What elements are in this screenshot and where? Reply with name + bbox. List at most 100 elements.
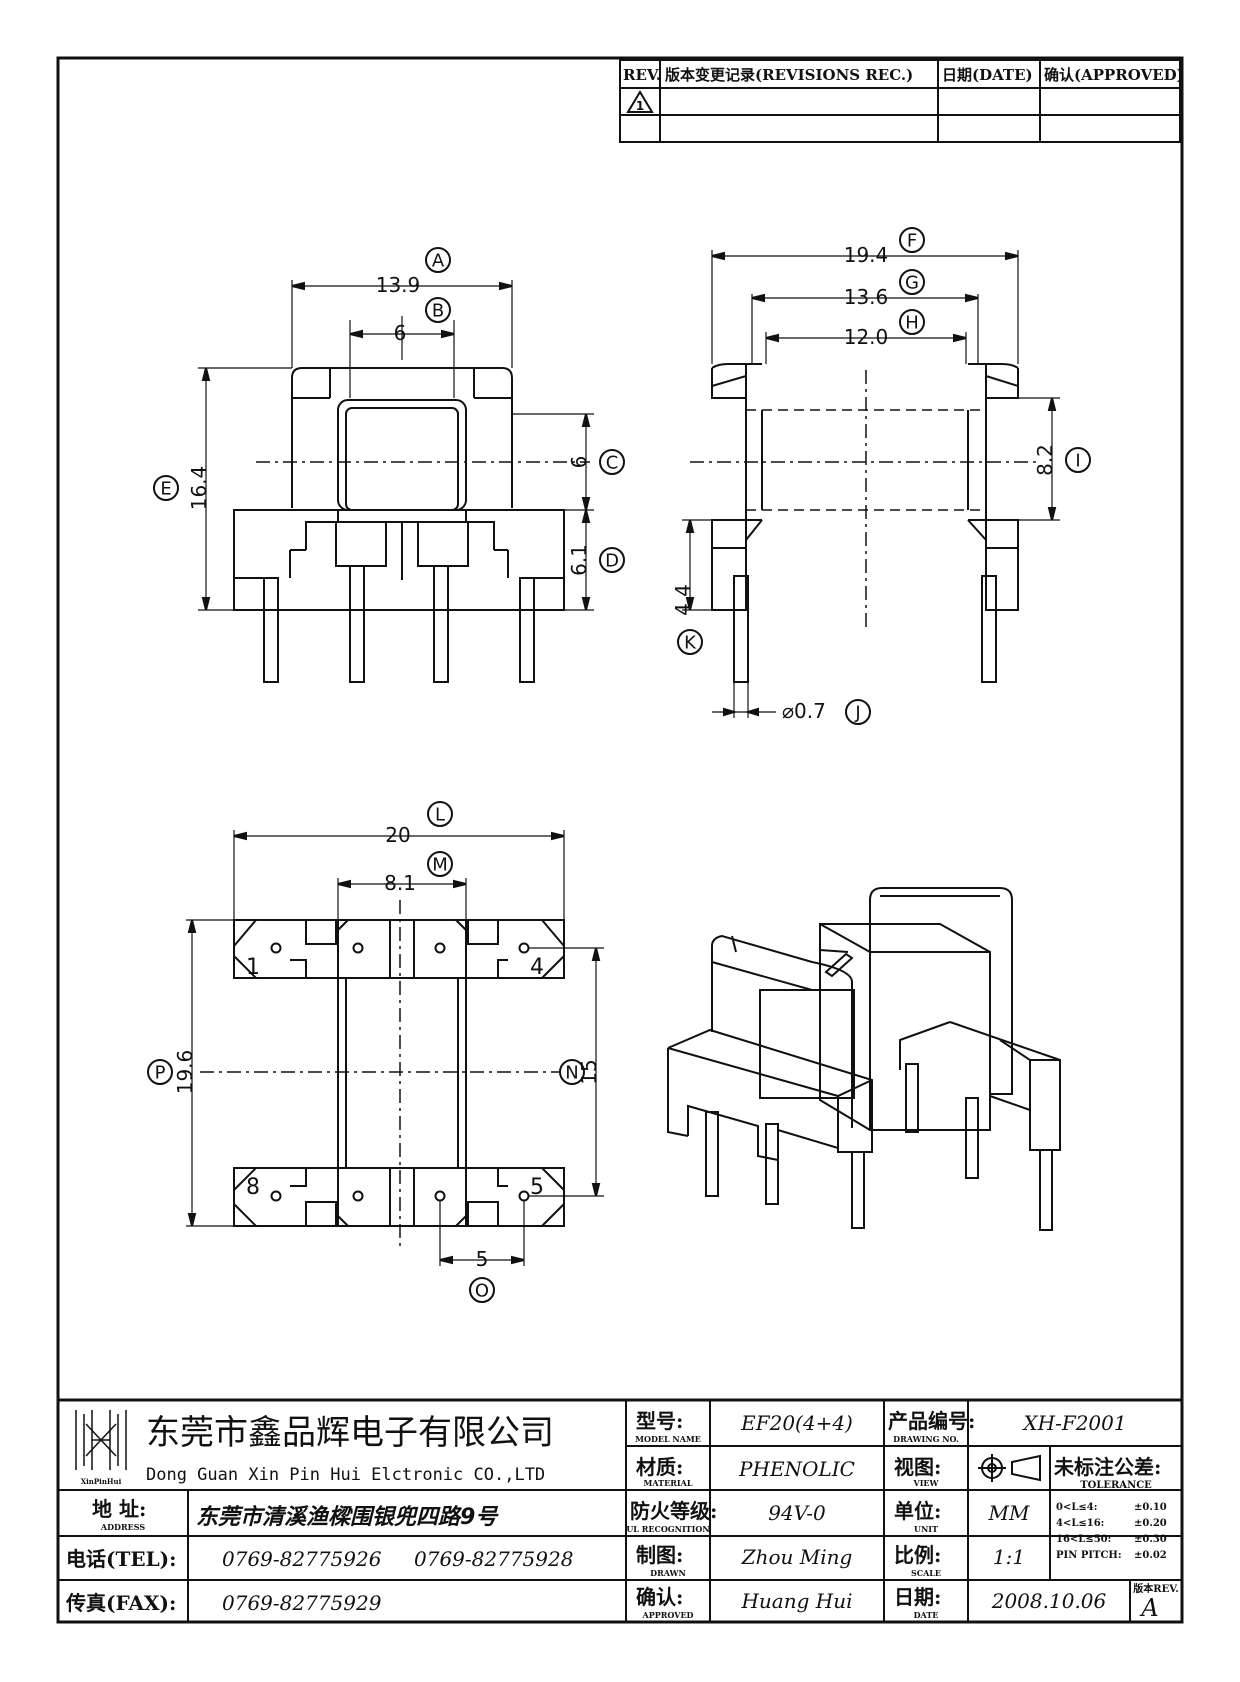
date-label-en: DATE (914, 1610, 939, 1620)
drawing-no-label: 产品编号: (888, 1409, 975, 1433)
label-a-circle (425, 247, 451, 273)
approved-header: 确认(APPROVED) (1044, 66, 1184, 84)
logo-text: XinPinHui (81, 1477, 122, 1486)
company-name-en: Dong Guan Xin Pin Hui Elctronic CO.,LTD (146, 1465, 545, 1485)
pin-number: 1 (246, 955, 260, 980)
tolerance-label-en: TOLERANCE (1080, 1480, 1152, 1491)
circled-label-letters: A B C D E F G H I J K L M N O P (155, 231, 1081, 1302)
label-f-circle (899, 227, 925, 253)
label-l-circle (427, 801, 453, 827)
drawn-value: Zhou Ming (741, 1545, 853, 1569)
approved-label-en: APPROVED (642, 1610, 694, 1620)
isometric-view (667, 887, 1061, 1231)
tolerance-range: 16<L≤50: (1056, 1534, 1111, 1545)
revision-triangle-icon (626, 90, 654, 113)
tolerance-label: 未标注公差: (1054, 1455, 1161, 1479)
title-block-text: XinPinHui 东莞市鑫品辉电子有限公司 Dong Guan Xin Pin… (65, 1409, 1179, 1622)
label-p: P (155, 1063, 166, 1084)
revision-number: 1 (636, 99, 644, 113)
view-label-en: VIEW (912, 1478, 939, 1488)
label-k-circle (677, 629, 703, 655)
company-name-cn: 东莞市鑫品辉电子有限公司 (146, 1413, 554, 1453)
pin-number: 8 (246, 1175, 260, 1200)
label-b: B (432, 301, 444, 322)
label-j-circle (845, 699, 871, 725)
tel-value-1: 0769-82775926 (222, 1547, 382, 1571)
date-value: 2008.10.06 (991, 1589, 1107, 1613)
dim-a-value: 13.9 (376, 273, 421, 297)
material-label-en: MATERIAL (644, 1478, 693, 1488)
label-g: G (905, 273, 919, 294)
bottom-view-annotations: 20 8.1 19.6 15 5 1 4 8 5 (173, 823, 601, 1271)
model-label: 型号: (636, 1409, 683, 1433)
dim-d-value: 6.1 (567, 544, 591, 576)
dim-m-value: 8.1 (384, 871, 416, 895)
unit-value: MM (988, 1501, 1030, 1525)
label-l: L (435, 805, 445, 826)
circled-labels (147, 227, 1091, 1303)
dim-b-value: 6 (394, 321, 407, 345)
ul-label-en: UL RECOGNITION (626, 1524, 709, 1534)
version-label: 版本REV. (1133, 1582, 1178, 1595)
front-view-annotations: 13.9 6 16.4 6 6.1 (187, 273, 591, 576)
side-view (682, 250, 1060, 718)
rev-header: REV. (623, 66, 661, 84)
unit-label: 单位: (894, 1499, 941, 1523)
ul-value: 94V-0 (768, 1501, 826, 1525)
address-label-en: ADDRESS (100, 1522, 145, 1532)
label-o-circle (469, 1277, 495, 1303)
address-value: 东莞市清溪渔樑围银兜四路9号 (196, 1504, 499, 1530)
dim-h-value: 12.0 (844, 325, 889, 349)
tolerance-range: PIN PITCH: (1056, 1550, 1122, 1561)
pin-number: 4 (530, 955, 544, 980)
unit-label-en: UNIT (914, 1524, 938, 1534)
dim-l-value: 20 (385, 823, 410, 847)
label-c: C (606, 453, 619, 474)
drawn-label: 制图: (636, 1543, 683, 1567)
label-f: F (907, 231, 917, 252)
label-c-circle (599, 449, 625, 475)
sheet-border (56, 56, 1184, 1624)
scale-value: 1:1 (993, 1545, 1025, 1569)
label-e-circle (153, 475, 179, 501)
label-m: M (432, 855, 448, 876)
dim-p-value: 19.6 (173, 1050, 197, 1095)
label-i: I (1075, 451, 1080, 472)
label-o: O (475, 1281, 489, 1302)
tolerance-value: ±0.20 (1134, 1518, 1167, 1529)
fax-value: 0769-82775929 (222, 1591, 382, 1615)
title-block (56, 1398, 1184, 1624)
label-p-circle (147, 1059, 173, 1085)
tolerance-value: ±0.30 (1134, 1534, 1167, 1545)
label-i-circle (1065, 447, 1091, 473)
model-value: EF20(4+4) (740, 1411, 853, 1435)
label-h: H (905, 313, 919, 334)
label-h-circle (899, 309, 925, 335)
bottom-view (186, 830, 604, 1266)
label-g-circle (899, 269, 925, 295)
company-logo (75, 1410, 127, 1470)
side-view-annotations: 19.4 13.6 12.0 8.2 4.4 ⌀0.7 (671, 243, 1057, 723)
dim-i-value: 8.2 (1033, 444, 1057, 476)
tel-value-2: 0769-82775928 (414, 1547, 573, 1571)
revisions-header: 版本变更记录(REVISIONS REC.) (665, 66, 913, 84)
projection-symbol-icon (978, 1454, 1041, 1482)
drawing-no-label-en: DRAWING NO. (893, 1434, 959, 1444)
scale-label: 比例: (894, 1543, 941, 1567)
label-d-circle (599, 547, 625, 573)
pin-number: 5 (530, 1175, 544, 1200)
dim-o-value: 5 (476, 1247, 489, 1271)
label-k: K (684, 633, 697, 654)
version-value: A (1139, 1594, 1158, 1622)
tolerance-value: ±0.10 (1134, 1502, 1167, 1513)
tolerance-value: ±0.02 (1134, 1550, 1167, 1561)
ul-label: 防火等级: (630, 1499, 717, 1523)
drawing-no-value: XH-F2001 (1021, 1411, 1126, 1435)
label-e: E (160, 479, 171, 500)
date-header: 日期(DATE) (942, 66, 1033, 84)
dim-c-value: 6 (567, 456, 591, 469)
approved-value: Huang Hui (740, 1589, 852, 1613)
dim-g-value: 13.6 (844, 285, 889, 309)
label-d: D (605, 551, 619, 572)
revision-table: REV. 版本变更记录(REVISIONS REC.) 日期(DATE) 确认(… (619, 59, 1184, 143)
